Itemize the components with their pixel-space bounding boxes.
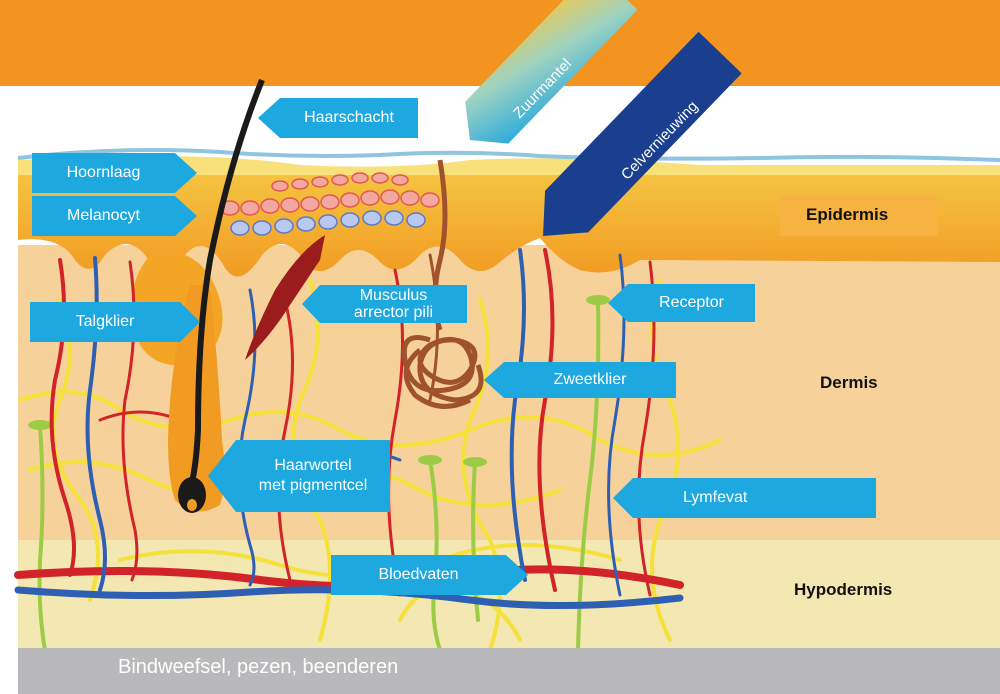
bottom-band-label: Bindweefsel, pezen, beenderen bbox=[118, 656, 398, 679]
label-lymfevat: Lymfevat bbox=[633, 478, 876, 518]
layer-label-dermis: Dermis bbox=[820, 373, 878, 393]
label-hoornlaag: Hoornlaag bbox=[32, 153, 175, 193]
layer-label-epidermis: Epidermis bbox=[806, 205, 888, 225]
dermal-papilla bbox=[187, 499, 197, 511]
label-melanocyt: Melanocyt bbox=[32, 196, 175, 236]
layer-label-hypodermis: Hypodermis bbox=[794, 580, 892, 600]
label-zweetklier: Zweetklier bbox=[504, 362, 676, 398]
label-receptor: Receptor bbox=[628, 284, 755, 322]
label-musculus-arrector-pili: Musculus arrector pili bbox=[320, 285, 467, 323]
label-talgklier: Talgklier bbox=[30, 302, 180, 342]
label-haarschacht: Haarschacht bbox=[280, 98, 418, 138]
label-bloedvaten: Bloedvaten bbox=[331, 555, 506, 595]
label-haarwortel: Haarwortel met pigmentcel bbox=[236, 440, 390, 512]
